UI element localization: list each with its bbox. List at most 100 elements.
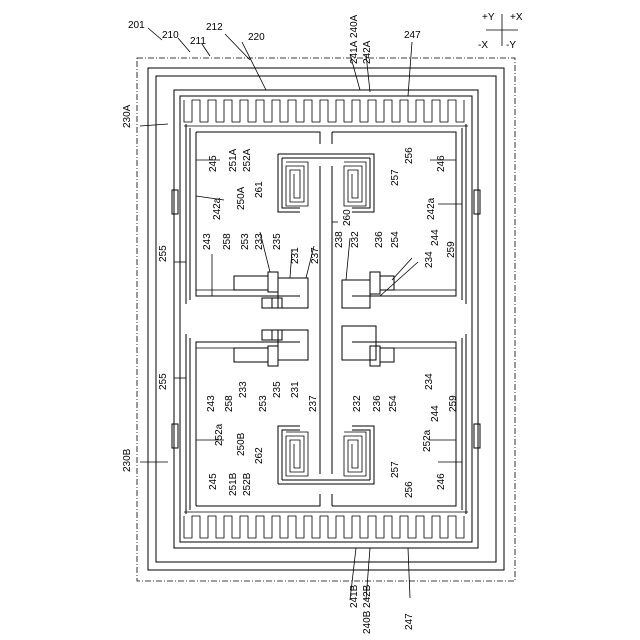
electrode-233-lower	[234, 348, 268, 362]
label-235-upper: 235	[272, 233, 283, 250]
label-253-upper: 253	[240, 233, 251, 250]
spiral-coil-path	[344, 162, 366, 206]
electrode-232-lower	[342, 326, 376, 360]
spiral-coil-path	[344, 432, 366, 476]
electrode-region-lower-right-inner	[462, 334, 466, 514]
label-255-upper: 255	[158, 245, 169, 262]
label-234-upper: 234	[424, 251, 435, 268]
label-254-upper: 254	[390, 231, 401, 248]
spiral-lower-right	[344, 432, 366, 476]
label-257-lower: 257	[390, 461, 401, 478]
label-235-lower: 235	[272, 381, 283, 398]
label-252a-lower-right: 252a	[422, 429, 433, 452]
label-201: 201	[128, 20, 145, 31]
tab-right-upper	[474, 190, 480, 214]
spiral-coil-path	[286, 162, 308, 206]
label-233-lower: 233	[238, 381, 249, 398]
label-244-upper: 244	[430, 229, 441, 246]
label-251B: 251B	[228, 472, 239, 496]
tab-left-lower	[172, 424, 178, 448]
label-247-bottom: 247	[404, 613, 415, 630]
electrode-236-upper	[370, 272, 380, 294]
label-242a-upper-right: 242a	[426, 197, 437, 220]
label-234-lower: 234	[424, 373, 435, 390]
label-256-lower: 256	[404, 481, 415, 498]
label-258-lower: 258	[224, 395, 235, 412]
substrate-outline-201	[137, 58, 515, 581]
comb-serpentine-path	[184, 100, 464, 122]
axis-plus-y: +Y	[482, 12, 495, 23]
electrode-region-upper-right-inner	[462, 124, 466, 304]
label-247-top: 247	[404, 30, 421, 41]
label-250B: 250B	[236, 432, 247, 456]
label-250A: 250A	[236, 186, 247, 210]
label-241B: 241B	[349, 584, 360, 608]
axis-plus-x: +X	[510, 12, 523, 23]
pad-upper-a	[262, 298, 272, 308]
label-246-upper: 246	[436, 155, 447, 172]
label-240A: 240A	[349, 14, 360, 38]
comb-electrode-240A	[184, 100, 468, 126]
central-beam-260	[320, 166, 332, 474]
label-262: 262	[254, 447, 265, 464]
label-236-lower: 236	[372, 395, 383, 412]
connector-235-upper	[268, 272, 278, 292]
label-232-lower: 232	[352, 395, 363, 412]
plate-outer-211	[148, 68, 504, 570]
leader-lines	[140, 28, 462, 600]
label-230A: 230A	[122, 104, 133, 128]
electrode-236-lower	[370, 346, 380, 366]
label-243-upper: 243	[202, 233, 213, 250]
label-242A: 242A	[362, 40, 373, 64]
label-243-lower: 243	[206, 395, 217, 412]
electrode-234-upper	[380, 276, 394, 290]
label-258-upper: 258	[222, 233, 233, 250]
label-252A: 252A	[242, 148, 253, 172]
label-230B: 230B	[122, 448, 133, 472]
comb-electrode-240B	[184, 512, 468, 538]
label-254-lower: 254	[388, 395, 399, 412]
label-236-upper: 236	[374, 231, 385, 248]
label-242a-upper-left: 242a	[212, 197, 223, 220]
pad-upper-b	[272, 298, 282, 308]
label-259-upper: 259	[446, 241, 457, 258]
frame-inner-220	[180, 96, 472, 542]
label-245-upper: 245	[208, 155, 219, 172]
frame-outer-220	[174, 90, 478, 548]
label-231-lower: 231	[290, 381, 301, 398]
electrode-region-lower-left-inner	[186, 334, 190, 514]
label-246-lower: 246	[436, 473, 447, 490]
axis-minus-y: -Y	[506, 40, 516, 51]
pad-lower-b	[272, 330, 282, 340]
label-238: 238	[334, 231, 345, 248]
label-241A: 241A	[349, 40, 360, 64]
label-245-lower: 245	[208, 473, 219, 490]
label-220: 220	[248, 32, 265, 43]
pad-lower-a	[262, 330, 272, 340]
axis-minus-x: -X	[478, 40, 488, 51]
spiral-262	[286, 432, 308, 476]
label-257-upper: 257	[390, 169, 401, 186]
label-244-lower: 244	[430, 405, 441, 422]
beam-crossbar-top	[278, 154, 374, 212]
label-256-upper: 256	[404, 147, 415, 164]
label-251A: 251A	[228, 148, 239, 172]
label-252a-lower-left: 252a	[214, 423, 225, 446]
spiral-261	[286, 162, 308, 206]
electrode-region-upper-left-inner	[186, 124, 190, 304]
beam-crossbar-bottom	[278, 426, 374, 484]
electrode-232-upper	[342, 280, 370, 308]
label-231-upper: 231	[290, 247, 301, 264]
spiral-upper-right	[344, 162, 366, 206]
label-242B: 242B	[362, 584, 373, 608]
label-252B: 252B	[242, 472, 253, 496]
tab-left-upper	[172, 190, 178, 214]
label-255-lower: 255	[158, 373, 169, 390]
label-232-upper: 232	[350, 231, 361, 248]
label-259-lower: 259	[448, 395, 459, 412]
label-260: 260	[342, 209, 353, 226]
label-212: 212	[206, 22, 223, 33]
electrode-233-upper	[234, 276, 268, 290]
connector-235-lower	[268, 346, 278, 366]
